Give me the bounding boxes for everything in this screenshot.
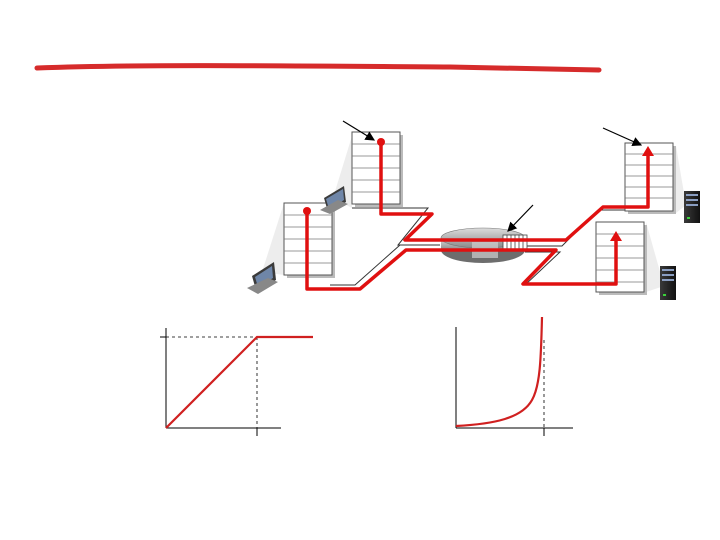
server-icon <box>684 191 700 223</box>
laptop-icon <box>320 186 348 214</box>
server-icon <box>660 266 676 300</box>
delay-curve <box>455 316 544 428</box>
throughput-plot <box>160 328 313 436</box>
flow-arrowhead-lower <box>610 231 622 241</box>
pointer-arrow-buffer-right <box>602 127 643 146</box>
buffer-lower-left <box>283 202 335 278</box>
pointer-arrow-router-buffer <box>507 204 534 232</box>
beam-lower <box>262 203 284 275</box>
flow-paths <box>305 143 650 291</box>
laptop-icon <box>247 262 278 294</box>
beam-right-top <box>676 146 686 213</box>
throughput-curve <box>165 335 313 429</box>
flow-path-upper <box>379 143 650 242</box>
buffer-upper-left <box>351 131 403 207</box>
flow-path-lower <box>305 212 618 291</box>
beam-right-bottom <box>646 222 664 292</box>
title-underline <box>34 63 602 73</box>
flow-arrowhead-upper <box>642 146 654 156</box>
delay-plot <box>455 316 573 436</box>
flow-start-dot-upper <box>377 138 385 146</box>
pointer-arrow-buffer-upper <box>342 120 376 141</box>
router-output-buffer <box>502 234 528 251</box>
flow-start-dot-lower <box>303 207 311 215</box>
